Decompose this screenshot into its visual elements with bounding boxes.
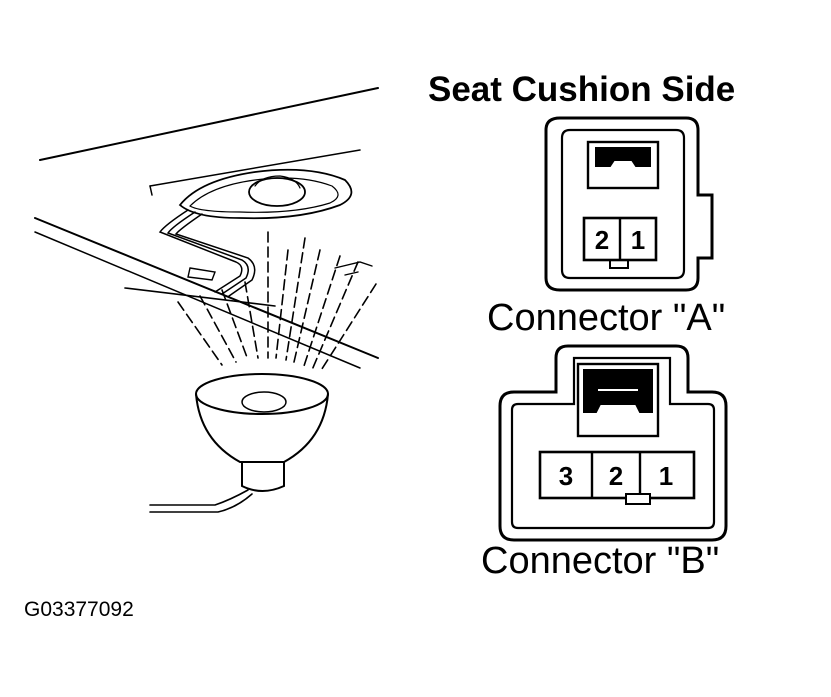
connector-b-housing <box>498 344 728 542</box>
seat-illustration <box>34 87 379 513</box>
connector-a-pin: 2 <box>595 225 609 255</box>
connector-b-pins: 3 2 1 <box>559 461 673 491</box>
connector-a-label: Connector "A" <box>487 297 726 339</box>
figure-id: G03377092 <box>24 598 134 621</box>
connector-b-pin: 1 <box>659 461 673 491</box>
connector-a-pin: 1 <box>631 225 645 255</box>
connector-a-pins: 2 1 <box>595 225 645 255</box>
connector-b-pin: 2 <box>609 461 623 491</box>
connector-b-pin: 3 <box>559 461 573 491</box>
connector-b-label: Connector "B" <box>481 540 720 582</box>
diagram-title: Seat Cushion Side <box>428 70 736 109</box>
connector-a-housing <box>544 116 714 292</box>
